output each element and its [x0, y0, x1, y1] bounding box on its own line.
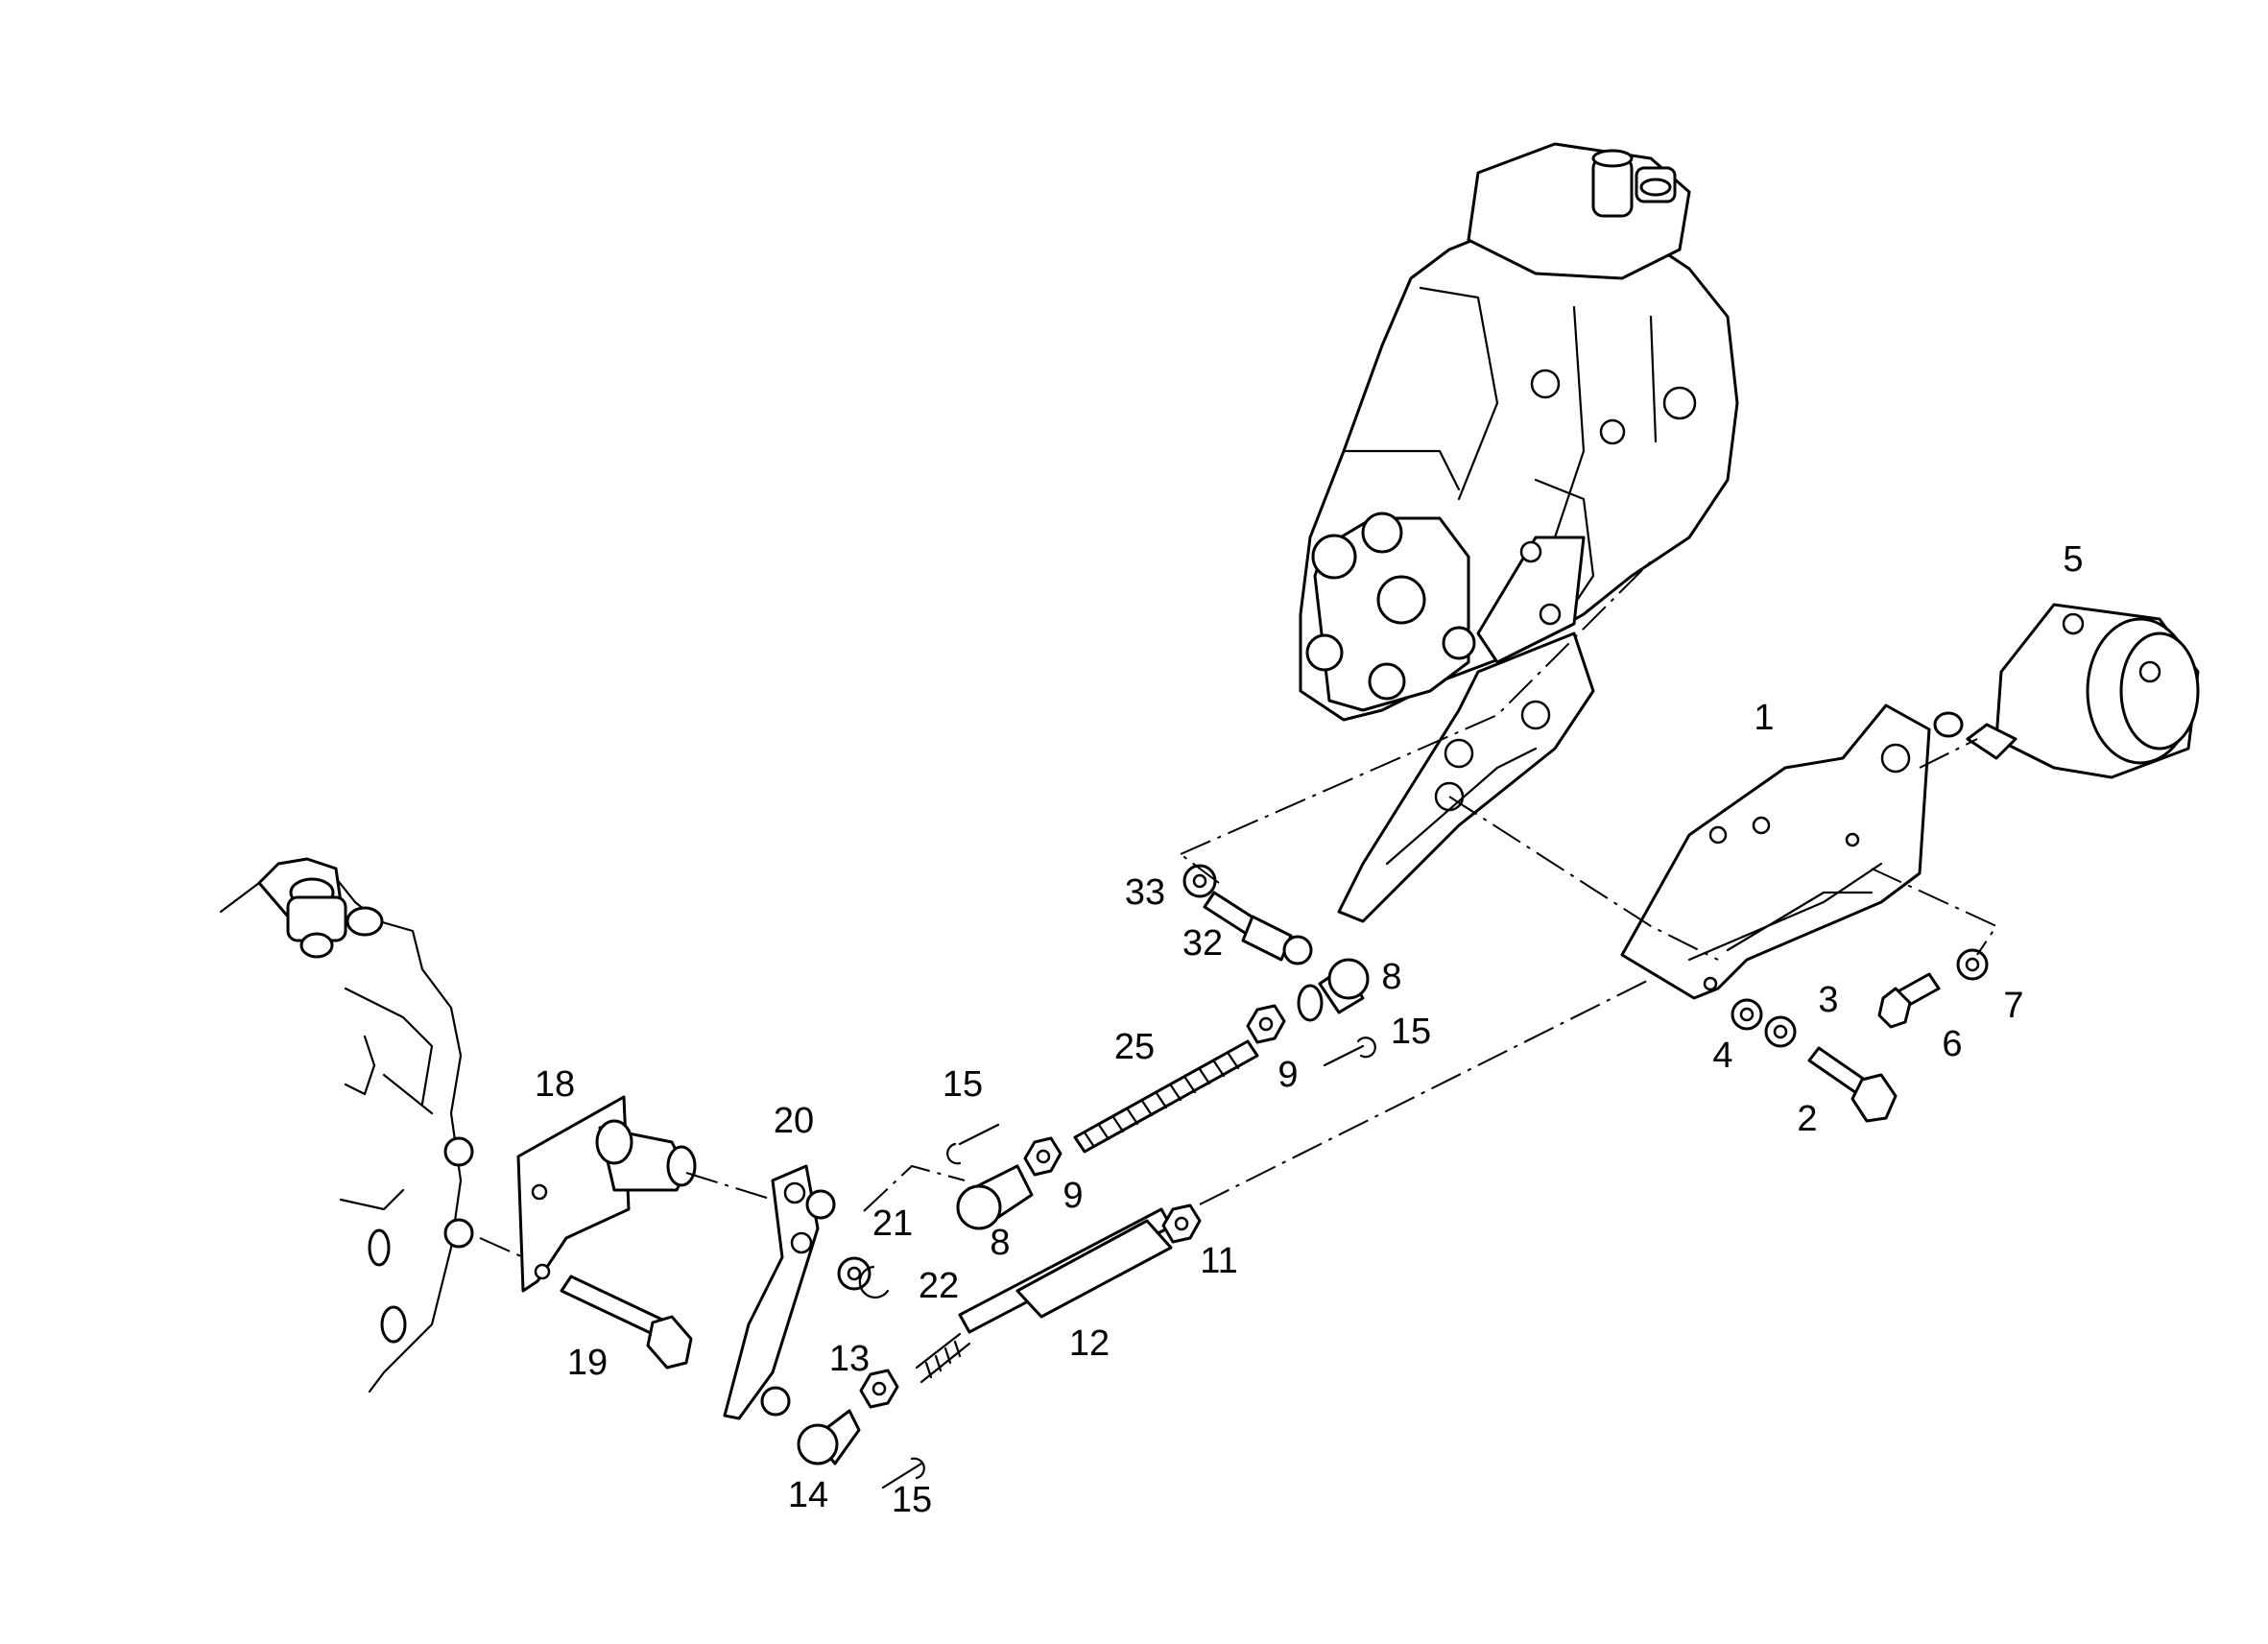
part-32-stud [1203, 891, 1313, 965]
callout-20: 20 [774, 1101, 814, 1141]
callout-15-lower: 15 [892, 1480, 932, 1520]
callout-3: 3 [1818, 980, 1838, 1020]
callout-21: 21 [872, 1203, 913, 1244]
bolt-6 [1877, 972, 1941, 1029]
circlip-22 [858, 1265, 890, 1299]
callout-2: 2 [1797, 1099, 1817, 1139]
spring-clip-15-lower [881, 1457, 925, 1489]
callout-9-upper: 9 [1277, 1055, 1298, 1095]
callout-22: 22 [919, 1266, 959, 1306]
part-1-bracket [1620, 703, 1931, 1000]
callout-18: 18 [535, 1064, 575, 1105]
callout-7: 7 [2003, 986, 2023, 1026]
part-25-threaded-rod [1073, 1039, 1259, 1154]
ball-socket-14 [797, 1409, 861, 1465]
washer-21 [837, 1256, 871, 1291]
callout-15-right: 15 [1391, 1012, 1431, 1052]
ball-socket-8-lower [956, 1164, 1034, 1230]
washer-3 [1764, 1015, 1797, 1048]
nut-9-lower [1023, 1136, 1062, 1177]
engine-block-drawing [219, 857, 474, 1394]
callout-19: 19 [567, 1343, 608, 1383]
callout-5: 5 [2063, 539, 2083, 580]
nut-9-upper [1246, 1004, 1286, 1044]
callout-33: 33 [1125, 872, 1165, 913]
callout-12: 12 [1069, 1323, 1110, 1364]
callout-1: 1 [1754, 698, 1774, 738]
spring-clip-15-right [1323, 1036, 1376, 1067]
callout-4: 4 [1712, 1036, 1732, 1076]
washer-33 [1182, 864, 1217, 898]
callout-11: 11 [1200, 1241, 1237, 1281]
callout-8-lower: 8 [990, 1223, 1010, 1263]
part-20-lever [723, 1164, 836, 1420]
assembly-leader-lines [479, 560, 1998, 1258]
injection-pump-drawing [1299, 142, 1739, 923]
callout-14: 14 [788, 1475, 828, 1515]
callout-13: 13 [829, 1339, 870, 1379]
callout-32: 32 [1182, 923, 1223, 964]
part-18-mounting-plate [516, 1095, 697, 1293]
bolt-2 [1807, 1046, 1898, 1123]
callout-labels: 1 2 3 4 5 6 7 8 8 9 9 11 12 13 14 15 15 … [535, 539, 2084, 1520]
callout-9-lower: 9 [1062, 1176, 1083, 1216]
washer-7 [1956, 948, 1989, 981]
callout-15-upper: 15 [943, 1064, 983, 1105]
callout-25: 25 [1114, 1027, 1155, 1067]
part-5-actuator [1933, 603, 2200, 779]
callout-6: 6 [1942, 1024, 1962, 1064]
part-19-bolt [560, 1275, 693, 1370]
callout-8-upper: 8 [1381, 957, 1401, 997]
nut-11 [1161, 1203, 1202, 1244]
washer-4 [1731, 998, 1763, 1031]
ball-socket-8-upper [1297, 958, 1370, 1022]
spring-clip-15-upper [946, 1123, 1000, 1165]
nut-13 [859, 1369, 899, 1409]
